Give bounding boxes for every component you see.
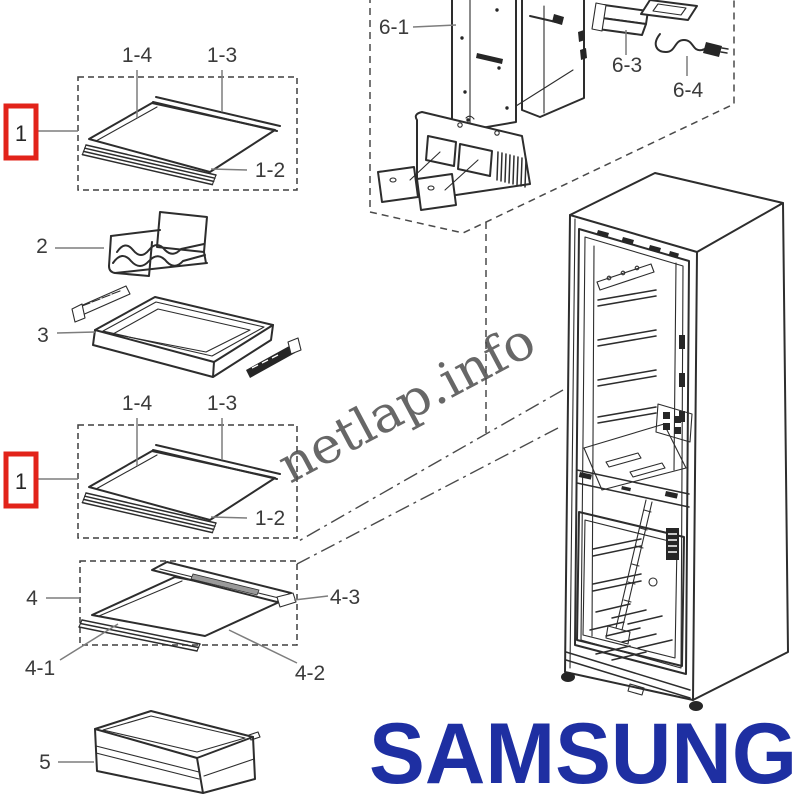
callout-5: 5 bbox=[39, 751, 51, 774]
callout-3: 3 bbox=[37, 324, 49, 347]
refrigerator-cabinet bbox=[561, 172, 789, 711]
freezer-bin: 5 bbox=[39, 710, 261, 794]
shelf-assembly-top: 1-4 1-3 1-2 1 bbox=[6, 44, 297, 190]
evaporator-cover-assembly: 6-1 6-3 6-4 bbox=[369, 0, 735, 234]
callout-1-4: 1-4 bbox=[122, 44, 153, 67]
foldable-shelf-assembly: 4 4-3 4-1 4-2 bbox=[25, 560, 360, 685]
callout-1-2: 1-2 bbox=[255, 507, 285, 530]
callout-6-4: 6-4 bbox=[673, 79, 704, 102]
callout-4: 4 bbox=[26, 587, 38, 610]
callout-4-2: 4-2 bbox=[295, 662, 325, 685]
callout-1-2: 1-2 bbox=[255, 159, 285, 182]
callout-1-badge: 1 bbox=[15, 121, 27, 146]
slide-tray: 3 bbox=[37, 285, 302, 378]
wine-rack: 2 bbox=[36, 211, 208, 277]
callout-1-3: 1-3 bbox=[207, 392, 237, 415]
callout-1-3: 1-3 bbox=[207, 44, 237, 67]
callout-6-1: 6-1 bbox=[379, 16, 409, 39]
samsung-logo: SAMSUNG bbox=[369, 706, 797, 800]
callout-4-3: 4-3 bbox=[330, 586, 360, 609]
callout-6-3: 6-3 bbox=[612, 54, 642, 77]
callout-1-badge: 1 bbox=[15, 469, 27, 494]
callout-1-4: 1-4 bbox=[122, 392, 153, 415]
shelf-assembly-middle: 1-4 1-3 1-2 1 bbox=[6, 392, 297, 538]
install-leader-lines bbox=[296, 222, 564, 565]
watermark-text: netlap.info bbox=[268, 311, 544, 495]
callout-4-1: 4-1 bbox=[25, 657, 55, 680]
callout-2: 2 bbox=[36, 235, 48, 258]
